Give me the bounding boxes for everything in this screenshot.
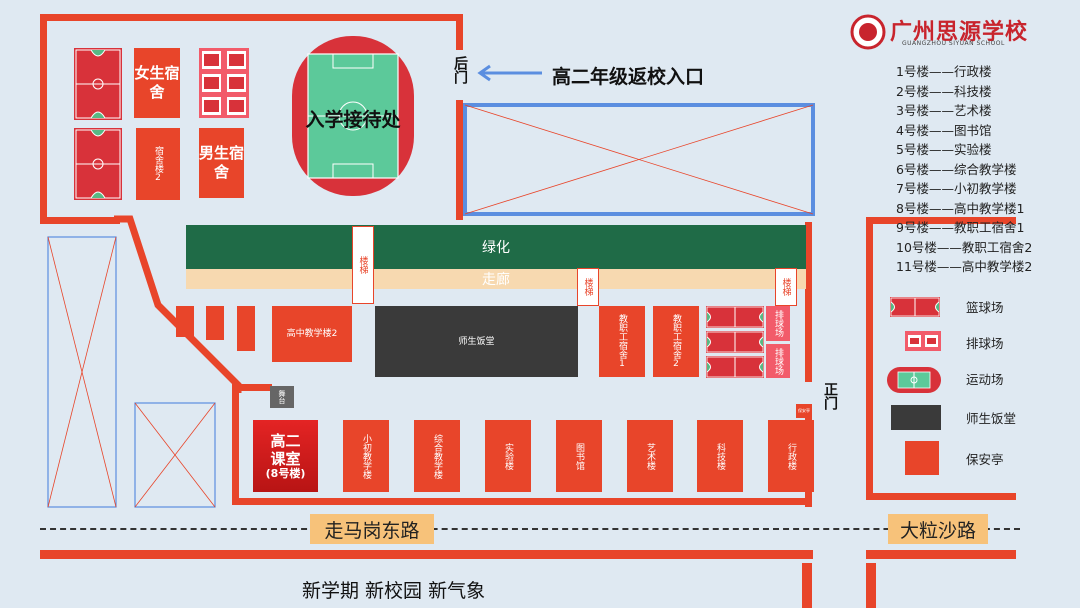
wall-left-inner-top [232,384,272,391]
wall-right-compound-left [866,217,873,499]
corridor-label: 走廊 [482,272,510,288]
reception-label: 入学接待处 [305,109,401,131]
canteen: 师生饭堂 [375,306,578,377]
greenery-label: 绿化 [482,240,510,256]
stage: 舞台 [270,386,294,408]
general-teaching-building: 综合教学楼 [414,420,460,492]
guard-booth: 保安亭 [796,404,812,418]
arts-building: 艺术楼 [627,420,673,492]
small-block-3 [237,306,255,351]
canteen-icon [891,405,941,430]
primary-middle-building: 小初教学楼 [343,420,389,492]
guard-booth-icon [905,441,939,475]
building-list-item: 5号楼——实验楼 [896,142,992,157]
building-list-item: 2号楼——科技楼 [896,83,992,99]
wall-back-gate-post [456,14,463,50]
volleyball-court-2: 排球场 [766,344,790,378]
small-block-1 [176,306,194,337]
male-dorm: 男生宿舍 [199,128,244,198]
back-gate-label[interactable]: 后门 [452,56,468,84]
legend-label: 保安亭 [966,452,1004,467]
staff-dorm-2: 教职工宿舍2 [653,306,699,377]
wall-right-compound-top [866,217,1016,224]
classroom-title: 高二课室 [270,432,301,468]
legend-label: 师生饭堂 [966,411,1017,426]
wall-right-vertical [805,222,812,382]
building-list-item: 7号楼——小初教学楼 [896,181,1017,196]
staff-dorm-1: 教职工宿舍1 [599,306,645,377]
road-name-main: 走马岗东路 [310,514,434,544]
wall-left-inner-vertical [232,388,239,505]
wall-left-upper [40,14,47,224]
building-list-item: 9号楼——教职工宿舍1 [896,220,1025,235]
building-list-item: 8号楼——高中教学楼1 [896,200,1025,216]
school-logo-icon [850,14,886,50]
classroom-sub: (8号楼) [265,467,306,480]
stairs-3: 楼梯 [775,268,797,306]
wall-top [40,14,463,21]
building-list-item: 4号楼——图书馆 [896,122,992,138]
building-list-item: 10号楼——教职工宿舍2 [896,239,1033,255]
sports-field [292,36,414,196]
empty-lot-top [463,103,815,216]
volleyball-court-icon [199,48,249,118]
building-list-item: 1号楼——行政楼 [896,64,992,79]
empty-lot-left-small [134,402,216,508]
sports-field-icon [887,367,941,393]
legend-label: 排球场 [966,336,1004,351]
wall-inner-right-top [456,100,463,220]
corridor-strip: 走廊 [186,269,806,289]
stairs-2: 楼梯 [577,268,599,306]
senior2-classroom[interactable]: 高二课室 (8号楼) [253,420,318,492]
building-list-item: 11号楼——高中教学楼2 [896,259,1033,274]
science-building: 科技楼 [697,420,743,492]
basketball-court-icon [890,297,940,317]
wall-bottom-post-right [866,563,876,608]
dorm-building-2: 宿舍楼2 [136,128,180,200]
building-list: 1号楼——行政楼 2号楼——科技楼 3号楼——艺术楼 4号楼——图书馆 5号楼—… [896,64,1076,279]
volleyball-court-1: 排球场 [766,306,790,341]
admin-building: 行政楼 [768,420,814,492]
wall-bottom-outer-right [866,550,1016,559]
small-block-2 [206,306,224,340]
wall-right-compound-bottom [866,493,1016,500]
wall-bottom-inner [232,498,812,505]
legend-label: 篮球场 [966,300,1004,315]
building-list-item: 3号楼——艺术楼 [896,103,992,118]
female-dorm: 女生宿舍 [134,48,180,118]
slogan: 新学期 新校园 新气象 [302,580,486,602]
entrance-label: 高二年级返校入口 [552,66,705,88]
basketball-court-icon [74,128,122,200]
lab-building: 实验楼 [485,420,531,492]
volleyball-court-icon [905,331,941,351]
road-centerline [40,528,1020,530]
school-name-en: GUANGZHOU SIYUAN SCHOOL [902,40,1005,47]
front-gate-label[interactable]: 正门 [822,382,838,410]
wall-diagonal [114,215,242,393]
basketball-court-icon [74,48,122,120]
road-name-side: 大粒沙路 [888,514,988,544]
school-name: 广州思源学校 [890,20,1029,45]
basketball-court-icon [706,306,764,378]
stairs-1: 楼梯 [352,226,374,304]
wall-bottom-post-left [802,563,812,608]
wall-mid-horizontal [40,217,120,224]
arrow-left-icon [477,64,542,82]
building-list-item: 6号楼——综合教学楼 [896,161,1017,177]
library-building: 图书馆 [556,420,602,492]
legend-label: 运动场 [966,372,1004,387]
greenery-strip: 绿化 [186,225,806,269]
wall-bottom-outer [40,550,813,559]
empty-lot-left-tall [47,236,117,508]
senior-building-2: 高中教学楼2 [272,306,352,362]
